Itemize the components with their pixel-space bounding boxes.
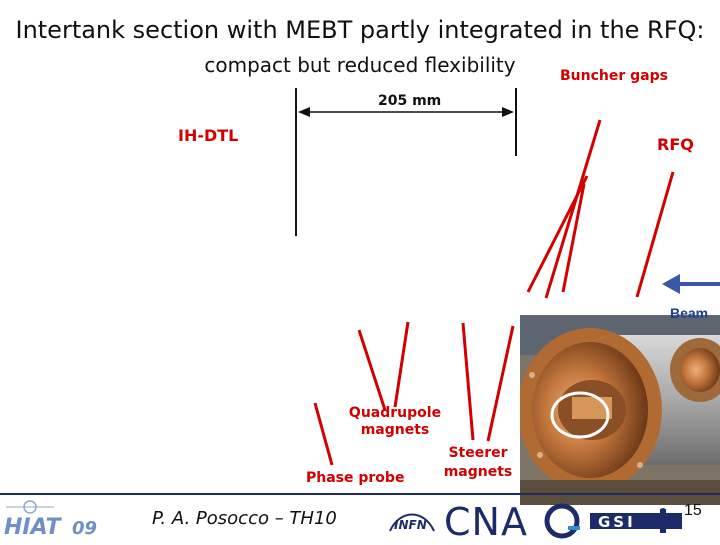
gsi-logo: GSI — [590, 507, 682, 535]
hiat09-logo: HIAT 09 — [0, 498, 118, 540]
svg-text:INFN: INFN — [394, 518, 427, 532]
steerer-pointer-2 — [486, 325, 515, 442]
steerer-pointer-1 — [461, 322, 475, 441]
svg-text:09: 09 — [72, 518, 97, 539]
steerer-label-line2: magnets — [443, 464, 513, 480]
svg-text:HIAT: HIAT — [4, 515, 63, 540]
quadrupole-pointer-1 — [357, 329, 387, 411]
ih-dtl-label: IH-DTL — [178, 126, 239, 145]
svg-text:GSI: GSI — [598, 513, 636, 531]
page-number: 15 — [684, 502, 702, 519]
buncher-gap-pointer-2 — [526, 175, 589, 293]
steerer-magnets-label: Steerer magnets — [440, 444, 516, 482]
quadrupole-label-line2: magnets — [360, 422, 430, 438]
svg-text:CNA: CNA — [444, 500, 528, 540]
beam-label: Beam — [670, 305, 709, 321]
quadrupole-magnets-label: Quadrupole magnets — [340, 405, 450, 439]
rfq-label: RFQ — [657, 135, 694, 154]
buncher-gaps-label: Buncher gaps — [560, 68, 668, 84]
dimension-arrowhead-left — [298, 107, 310, 117]
infn-logo: INFN — [386, 505, 438, 535]
dimension-label: 205 mm — [378, 93, 442, 109]
slide-subtitle: compact but reduced flexibility — [204, 53, 516, 77]
left-arrow-icon — [662, 274, 680, 294]
cnao-logo: CNA — [444, 498, 584, 544]
quadrupole-label-line1: Quadrupole — [348, 405, 442, 421]
phase-probe-label: Phase probe — [306, 470, 405, 486]
rfq-pointer — [635, 171, 675, 298]
buncher-gap-pointer-1 — [544, 119, 602, 299]
footer-divider — [0, 493, 720, 495]
quadrupole-pointer-2 — [393, 321, 410, 408]
phase-probe-pointer — [313, 402, 334, 466]
slide-title: Intertank section with MEBT partly integ… — [15, 16, 705, 44]
author-footer: P. A. Posocco – TH10 — [152, 508, 337, 529]
rfq-cavity-photo — [520, 315, 720, 505]
dimension-arrowhead-right — [502, 107, 514, 117]
buncher-gap-pointer-3 — [561, 183, 586, 293]
steerer-label-line1: Steerer — [448, 445, 508, 461]
